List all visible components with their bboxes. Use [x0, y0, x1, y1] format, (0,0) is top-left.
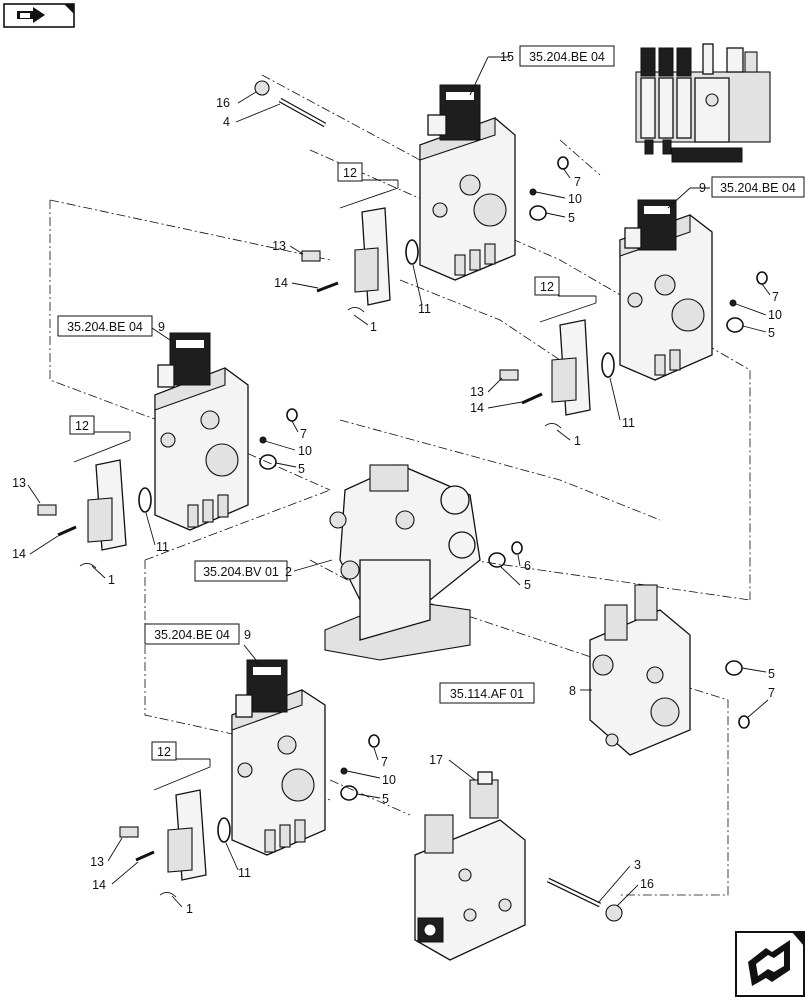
callout-1-d: 1	[186, 902, 193, 916]
reference-box-be04-left[interactable]: 35.204.BE 04	[57, 315, 153, 337]
svg-text:12: 12	[540, 280, 554, 294]
callout-5-outlet: 5	[768, 667, 775, 681]
callout-5-top: 5	[568, 211, 575, 225]
end-module	[414, 771, 526, 961]
section-valve-left	[154, 332, 249, 531]
callout-9-left: 9	[158, 320, 165, 334]
callout-7-right: 7	[772, 290, 779, 304]
callout-6: 6	[524, 559, 531, 573]
callout-16-top: 16	[216, 96, 230, 110]
svg-text:12: 12	[157, 745, 171, 759]
svg-text:35.204.BE 04: 35.204.BE 04	[67, 320, 143, 334]
callout-14-b: 14	[470, 401, 484, 415]
callout-14-d: 14	[92, 878, 106, 892]
callout-3: 3	[634, 858, 641, 872]
callout-13-c: 13	[12, 476, 26, 490]
outlet-cover	[589, 584, 691, 756]
callout-9-right: 9	[699, 181, 706, 195]
section-valve-top	[419, 84, 516, 281]
callout-5-left: 5	[298, 462, 305, 476]
callout-12-box-c: 12	[69, 415, 95, 435]
callout-labels: 16 4 15 7 10 5 13 14 1 11 9 7 10 5 13 14…	[12, 50, 782, 916]
callout-15: 15	[500, 50, 514, 64]
callout-11-d: 11	[238, 866, 251, 880]
book-arrow-icon[interactable]	[3, 3, 75, 28]
callout-14-c: 14	[12, 547, 26, 561]
callout-10-top: 10	[568, 192, 582, 206]
reference-box-bv01[interactable]: 35.204.BV 01	[194, 560, 288, 582]
callout-17: 17	[429, 753, 443, 767]
callout-10-left: 10	[298, 444, 312, 458]
assembled-valve-thumbnail	[635, 43, 771, 163]
svg-text:35.204.BE 04: 35.204.BE 04	[529, 50, 605, 64]
svg-text:35.204.BV 01: 35.204.BV 01	[203, 565, 279, 579]
callout-5-center: 5	[524, 578, 531, 592]
next-page-arrow-icon[interactable]	[735, 931, 805, 997]
callout-10-bottom: 10	[382, 773, 396, 787]
callout-12-box-b: 12	[534, 276, 560, 296]
reference-box-be04-bottom[interactable]: 35.204.BE 04	[144, 623, 240, 645]
inlet-body	[324, 464, 481, 661]
callout-4: 4	[223, 115, 230, 129]
callout-7-left: 7	[300, 427, 307, 441]
callout-5-bottom: 5	[382, 792, 389, 806]
leader-lines	[27, 56, 771, 908]
reference-box-af01[interactable]: 35.114.AF 01	[439, 682, 535, 704]
callout-8: 8	[569, 684, 576, 698]
svg-text:35.204.BE 04: 35.204.BE 04	[720, 181, 796, 195]
small-parts	[37, 80, 768, 922]
callout-16-bottom: 16	[640, 877, 654, 891]
callout-11-c: 11	[156, 540, 169, 554]
callout-13-d: 13	[90, 855, 104, 869]
svg-text:35.114.AF 01: 35.114.AF 01	[450, 687, 524, 701]
callout-9-bottom: 9	[244, 628, 251, 642]
callout-11-a: 11	[418, 302, 431, 316]
callout-1-a: 1	[370, 320, 377, 334]
callout-12-box-d: 12	[151, 741, 177, 761]
callout-10-right: 10	[768, 308, 782, 322]
callout-1-c: 1	[108, 573, 115, 587]
callout-13-a: 13	[272, 239, 286, 253]
callout-14-a: 14	[274, 276, 288, 290]
callout-7-outlet: 7	[768, 686, 775, 700]
callout-5-right: 5	[768, 326, 775, 340]
callout-7-top: 7	[574, 175, 581, 189]
callout-13-b: 13	[470, 385, 484, 399]
callout-12-box-a: 12	[337, 162, 363, 182]
callout-2: 2	[285, 565, 292, 579]
reference-box-be04-top[interactable]: 35.204.BE 04	[519, 45, 615, 67]
section-valve-bottom	[231, 659, 326, 856]
reference-box-be04-right[interactable]: 35.204.BE 04	[711, 176, 805, 198]
svg-text:35.204.BE 04: 35.204.BE 04	[154, 628, 230, 642]
callout-7-bottom: 7	[381, 755, 388, 769]
section-valve-right	[619, 199, 713, 381]
callout-11-b: 11	[622, 416, 635, 430]
svg-text:12: 12	[343, 166, 357, 180]
svg-text:12: 12	[75, 419, 89, 433]
callout-1-b: 1	[574, 434, 581, 448]
